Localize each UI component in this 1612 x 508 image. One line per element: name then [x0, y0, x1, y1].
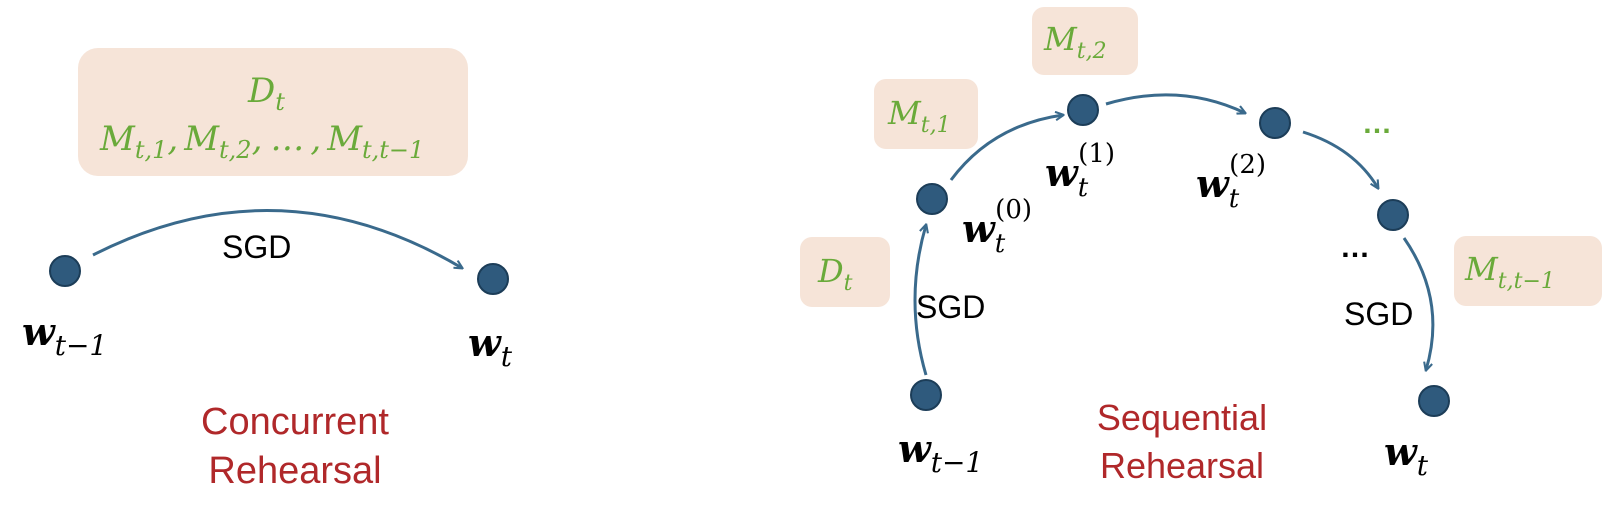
- concurrent-start-node: [49, 255, 81, 287]
- seq-arrow-w1-to-w2: [1105, 93, 1245, 113]
- concurrent-memory-label: Mt,1,Mt,2,…,Mt,t−1: [99, 119, 424, 164]
- concurrent-sgd-label: SGD: [222, 229, 291, 265]
- concurrent-title-line2: Rehearsal: [208, 450, 381, 492]
- sequential-panel: Dt Mt,1 Mt,2 Mt,t−1 … … SGD SGD wt(0) wt…: [800, 7, 1602, 486]
- seq-label-end: wt: [1384, 429, 1429, 482]
- seq-box-d-label: Dt: [817, 252, 853, 296]
- seq-node-start: [910, 379, 942, 411]
- seq-label-w1: wt(1): [1045, 139, 1115, 203]
- seq-label-w0: wt(0): [962, 195, 1032, 259]
- sequential-title-line1: Sequential: [1097, 397, 1267, 438]
- concurrent-start-label: wt−1: [22, 309, 107, 362]
- seq-node-wn: [1377, 199, 1409, 231]
- seq-box-mlast-label: Mt,t−1: [1464, 250, 1555, 294]
- concurrent-title-line1: Concurrent: [201, 401, 389, 443]
- seq-label-start: wt−1: [898, 426, 983, 479]
- seq-node-w0: [916, 183, 948, 215]
- seq-ellipsis-top: …: [1362, 107, 1392, 140]
- concurrent-data-label: Dt: [247, 71, 285, 116]
- concurrent-sgd-arrow: [92, 209, 462, 268]
- seq-arrow-wn-to-end: [1402, 237, 1435, 370]
- seq-box-mlast: [1454, 236, 1602, 306]
- concurrent-panel: Dt Mt,1,Mt,2,…,Mt,t−1 SGD wt−1 wt Concur…: [22, 48, 513, 492]
- seq-node-end: [1418, 385, 1450, 417]
- seq-label-w2: wt(2): [1196, 150, 1266, 214]
- seq-ellipsis-mid: …: [1340, 231, 1370, 264]
- seq-arrow-w2-to-wn: [1302, 130, 1378, 188]
- concurrent-data-box: [78, 48, 468, 176]
- seq-box-m2-label: Mt,2: [1043, 20, 1107, 64]
- seq-node-w1: [1067, 94, 1099, 126]
- seq-node-w2: [1259, 107, 1291, 139]
- seq-arrow-w0-to-w1: [949, 115, 1063, 181]
- seq-box-m2: [1032, 7, 1138, 75]
- seq-box-d: [800, 237, 890, 307]
- concurrent-end-node: [477, 263, 509, 295]
- sequential-title-line2: Rehearsal: [1100, 445, 1264, 486]
- seq-sgd-left-label: SGD: [916, 289, 985, 325]
- concurrent-end-label: wt: [468, 320, 513, 373]
- seq-box-m1: [874, 79, 978, 149]
- seq-sgd-right-label: SGD: [1344, 296, 1413, 332]
- seq-arrow-start-to-w0: [913, 225, 926, 376]
- seq-box-m1-label: Mt,1: [887, 94, 951, 138]
